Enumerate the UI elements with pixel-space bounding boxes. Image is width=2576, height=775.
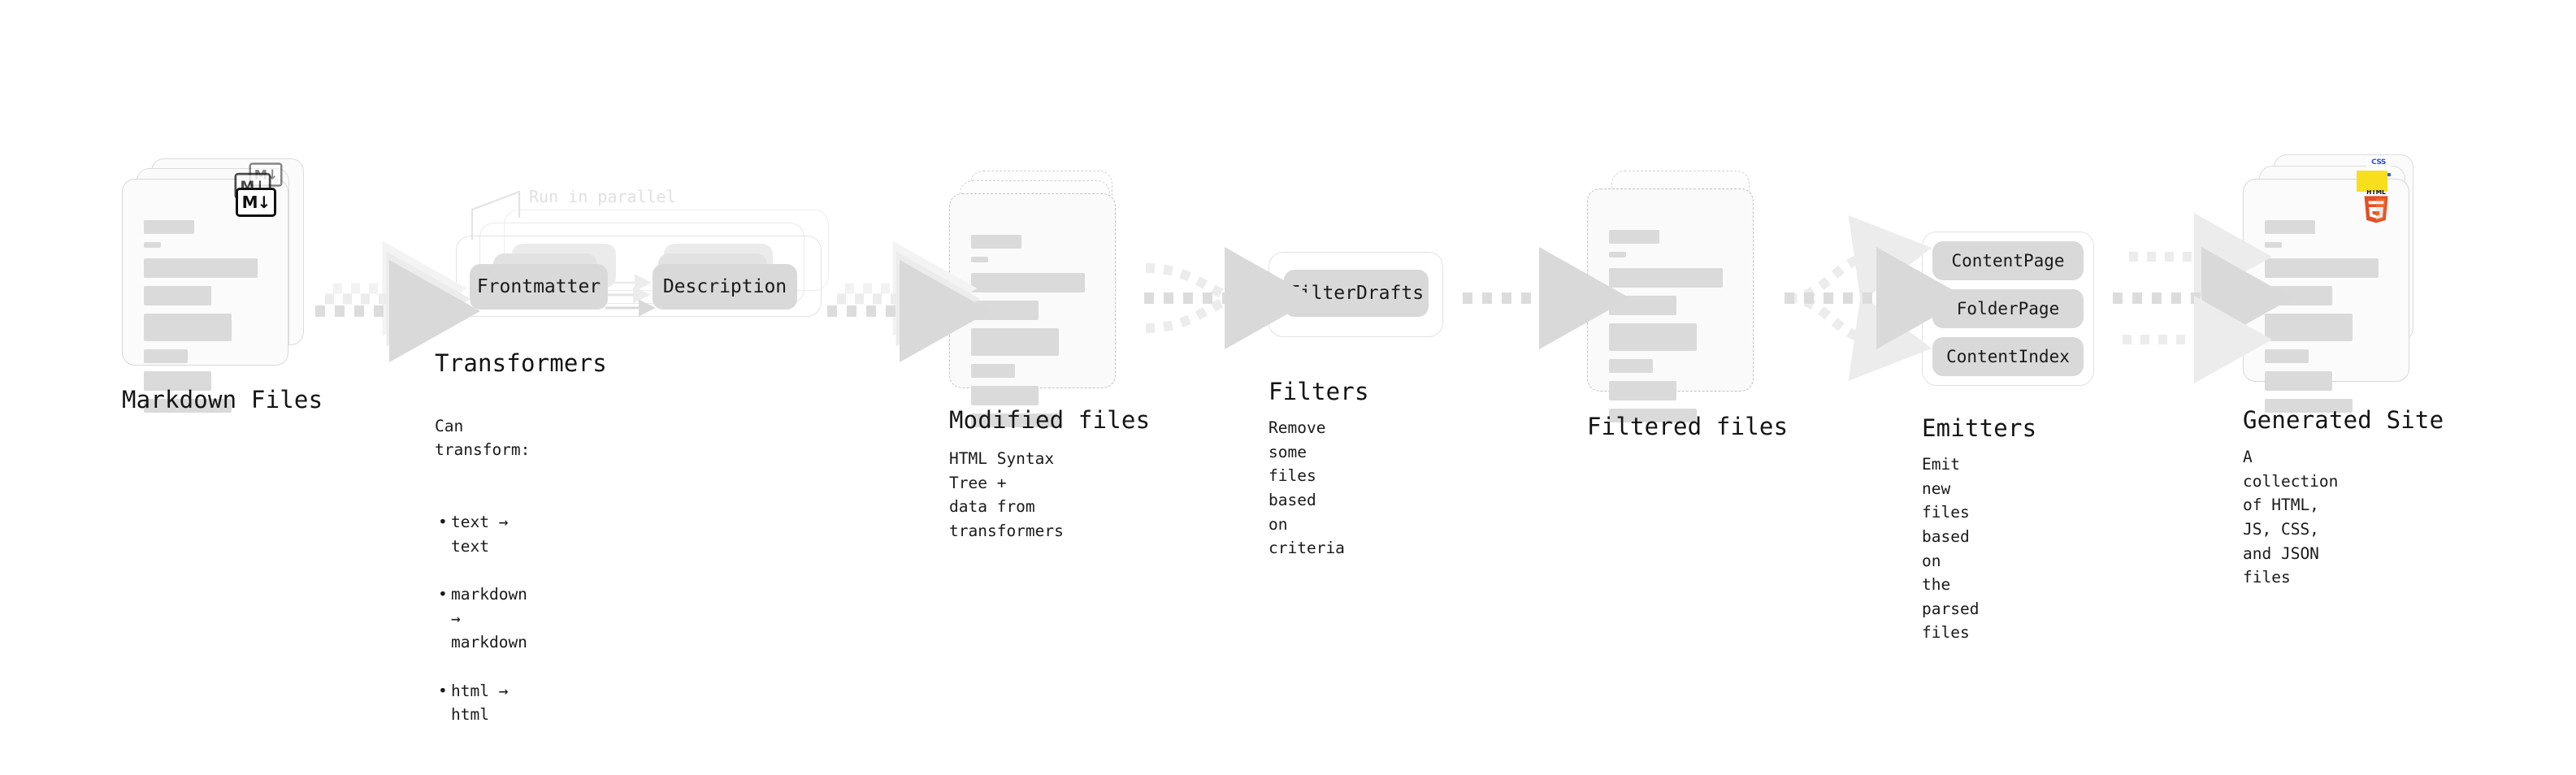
transformer-chip-description[interactable]: Description bbox=[653, 264, 797, 310]
transformer-chip-frontmatter[interactable]: Frontmatter bbox=[470, 264, 608, 310]
stage-title-modified-files: Modified files bbox=[949, 406, 1151, 434]
arrow-markdown-to-transformers bbox=[315, 240, 480, 362]
modified-card-lines bbox=[971, 235, 1097, 435]
modified-card-front bbox=[949, 193, 1116, 427]
svg-text:HTML: HTML bbox=[2366, 190, 2386, 196]
arrow-transformers-to-modified bbox=[827, 240, 991, 362]
emitter-chip-contentpage[interactable]: ContentPage bbox=[1932, 241, 2084, 280]
stage-title-markdown-files: Markdown Files bbox=[122, 386, 323, 413]
filter-chip-filterdrafts[interactable]: FilterDrafts bbox=[1284, 270, 1429, 317]
stage-title-filtered-files: Filtered files bbox=[1587, 413, 1789, 440]
arrow-modified-to-filters bbox=[1144, 247, 1316, 349]
markdown-icon: M↓ bbox=[236, 188, 276, 217]
transformers-caption: Can transform: text → text markdown → ma… bbox=[435, 390, 530, 775]
transform-item-1: markdown → markdown bbox=[438, 582, 530, 655]
transform-item-0: text → text bbox=[438, 510, 530, 558]
emitters-caption: Emit new files based on the parsed files bbox=[1922, 455, 1980, 643]
pipeline-diagram: M↓ M↓ M↓ Markdown Files Run in parallel … bbox=[0, 0, 2576, 681]
stage-title-emitters: Emitters bbox=[1922, 414, 2037, 442]
markdown-card-lines bbox=[144, 220, 270, 421]
emitter-chip-contentindex[interactable]: ContentIndex bbox=[1932, 337, 2084, 376]
modified-files-caption: HTML Syntax Tree + data from transformer… bbox=[949, 449, 1064, 540]
filtered-card-front bbox=[1587, 188, 1754, 422]
transformers-caption-head: Can transform: bbox=[435, 416, 531, 460]
js-icon bbox=[2357, 171, 2387, 192]
transform-item-2: html → html bbox=[438, 679, 530, 727]
markdown-card-front bbox=[122, 179, 288, 413]
stage-title-generated-site: Generated Site bbox=[2243, 406, 2444, 434]
transformers-caption-list: text → text markdown → markdown html → h… bbox=[435, 487, 530, 751]
html5-icon: HTML bbox=[2360, 190, 2392, 227]
stage-title-transformers: Transformers bbox=[435, 349, 607, 377]
emitter-chip-folderpage[interactable]: FolderPage bbox=[1932, 289, 2084, 328]
generated-card-lines bbox=[2265, 220, 2391, 421]
generated-site-caption: A collection of HTML, JS, CSS, and JSON … bbox=[2243, 448, 2339, 587]
filters-caption: Remove some files based on criteria bbox=[1268, 418, 1345, 558]
stage-title-filters: Filters bbox=[1268, 378, 1369, 405]
filtered-card-lines bbox=[1609, 230, 1735, 431]
arrow-emitters-to-generated bbox=[2113, 213, 2292, 383]
run-in-parallel-label: Run in parallel bbox=[529, 187, 676, 206]
connector-overlay bbox=[315, 190, 2292, 383]
arrow-filtered-to-emitters bbox=[1785, 215, 1967, 381]
